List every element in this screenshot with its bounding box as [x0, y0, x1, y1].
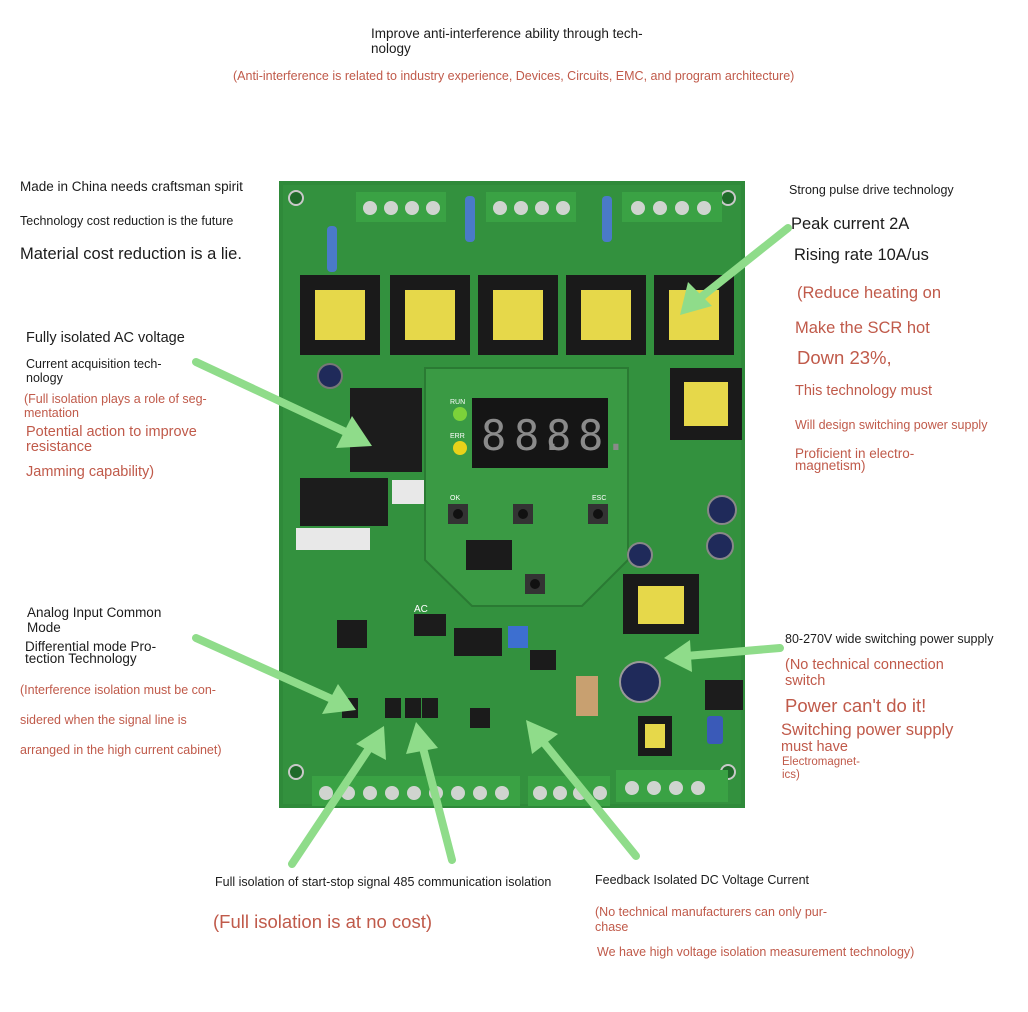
- resistor: [327, 226, 337, 272]
- opto-chip: [422, 698, 438, 718]
- pulse-red6: Proficient in electro-: [795, 446, 915, 461]
- opto-chip: [405, 698, 421, 718]
- display-digit-3: 8: [546, 411, 571, 460]
- analog-line4: tection Technology: [25, 651, 137, 666]
- ac-sub2: nology: [26, 371, 63, 385]
- feedback-title: Feedback Isolated DC Voltage Current: [595, 873, 810, 887]
- power-red4: Switching power supply: [781, 721, 954, 739]
- analog-red1: (Interference isolation must be con-: [20, 683, 216, 697]
- capacitor: [707, 495, 737, 525]
- analog-line1: Analog Input Common: [27, 605, 162, 620]
- analog-line2: Mode: [27, 620, 61, 635]
- err-led: [453, 441, 467, 455]
- top-terminal-block-3: [622, 192, 722, 222]
- opto-chip: [342, 698, 358, 718]
- analog-red3: arranged in the high current cabinet): [20, 743, 222, 757]
- bottom-terminal-block-1: [312, 776, 520, 806]
- ac-red3: Potential action to improve: [26, 424, 197, 440]
- power-red2: switch: [785, 673, 826, 689]
- resistor: [465, 196, 475, 242]
- relay: [300, 478, 388, 526]
- pulse-title: Strong pulse drive technology: [789, 183, 954, 197]
- power-red3: Power can't do it!: [785, 695, 927, 716]
- analog-line3: Differential mode Pro-: [25, 639, 157, 654]
- display-digit-2: 8.: [514, 411, 565, 460]
- top-terminal-block-2: [486, 192, 576, 222]
- power-title: 80-270V wide switching power supply: [785, 632, 994, 646]
- feedback-red3: We have high voltage isolation measureme…: [597, 945, 915, 959]
- display-board: 8 8. 8 8. RUN ERR OK ESC: [424, 367, 629, 607]
- current-sensor: [350, 388, 422, 472]
- pulse-red7: magnetism): [795, 458, 866, 473]
- pulse-red5: Will design switching power supply: [795, 418, 988, 432]
- esc-label: ESC: [592, 495, 606, 502]
- power-red6: Electromagnet-: [782, 756, 860, 768]
- mcu-chip: [466, 540, 512, 570]
- opto-chip: [385, 698, 401, 718]
- opto-chip: [454, 628, 502, 656]
- display-digit-1: 8: [481, 411, 506, 460]
- ac-title: Fully isolated AC voltage: [26, 330, 185, 346]
- pulse-transformer-row: [300, 275, 734, 355]
- trim-pot: [508, 626, 528, 648]
- ac-red4: resistance: [26, 439, 93, 455]
- ac-red1: (Full isolation plays a role of seg-: [24, 392, 207, 406]
- run-led: [453, 407, 467, 421]
- ok-label: OK: [450, 495, 460, 502]
- mount-hole: [720, 190, 736, 206]
- bottom-terminal-block-3: [616, 770, 728, 802]
- header-title-line1: Improve anti-interference ability throug…: [371, 26, 643, 41]
- header-title-line2: nology: [371, 41, 411, 56]
- analog-red2: sidered when the signal line is: [20, 713, 187, 727]
- pulse-line1: Peak current 2A: [791, 215, 910, 233]
- power-red7: ics): [782, 769, 800, 781]
- ac-sub1: Current acquisition tech-: [26, 357, 162, 371]
- opto-chip: [470, 708, 490, 728]
- ac-red2: mentation: [24, 406, 79, 420]
- jumper-header: [414, 614, 446, 636]
- opto-chip: [337, 620, 367, 648]
- display-digit-4: 8.: [578, 411, 629, 460]
- top-terminal-block-1: [356, 192, 446, 222]
- connector-white: [296, 528, 370, 550]
- psu-relay: [705, 680, 743, 710]
- startstop-red: (Full isolation is at no cost): [213, 911, 433, 932]
- power-red5: must have: [781, 739, 848, 755]
- ac-label: AC: [414, 604, 428, 615]
- err-led-label: ERR: [450, 433, 465, 440]
- feedback-red1: (No technical manufacturers can only pur…: [595, 905, 828, 919]
- pulse-line2: Rising rate 10A/us: [794, 246, 929, 264]
- ceramic-cap: [576, 676, 598, 716]
- startstop-title: Full isolation of start-stop signal 485 …: [215, 875, 552, 889]
- opto-chip: [530, 650, 556, 670]
- mount-hole: [288, 764, 304, 780]
- connector-white: [392, 480, 424, 504]
- capacitor: [317, 363, 343, 389]
- pulse-red1: (Reduce heating on: [797, 284, 942, 302]
- material-cost-line: Material cost reduction is a lie.: [20, 245, 242, 263]
- seven-segment-display: [472, 398, 608, 468]
- run-led-label: RUN: [450, 399, 465, 406]
- blue-capacitor: [707, 716, 723, 744]
- ac-red5: Jamming capability): [26, 464, 155, 480]
- tech-cost-line: Technology cost reduction is the future: [20, 214, 234, 228]
- header-subtitle: (Anti-interference is related to industr…: [233, 69, 795, 83]
- feedback-red2: chase: [595, 920, 629, 934]
- pulse-red2: Make the SCR hot: [795, 319, 930, 337]
- bottom-terminal-block-2: [528, 776, 610, 806]
- resistor: [602, 196, 612, 242]
- capacitor: [706, 532, 734, 560]
- power-red1: (No technical connection: [785, 657, 944, 673]
- capacitor: [627, 542, 653, 568]
- craftsman-line: Made in China needs craftsman spirit: [20, 179, 243, 194]
- mount-hole: [288, 190, 304, 206]
- psu-capacitor: [619, 661, 661, 703]
- pulse-red3: Down 23%,: [797, 347, 892, 368]
- pulse-red4: This technology must: [795, 383, 933, 399]
